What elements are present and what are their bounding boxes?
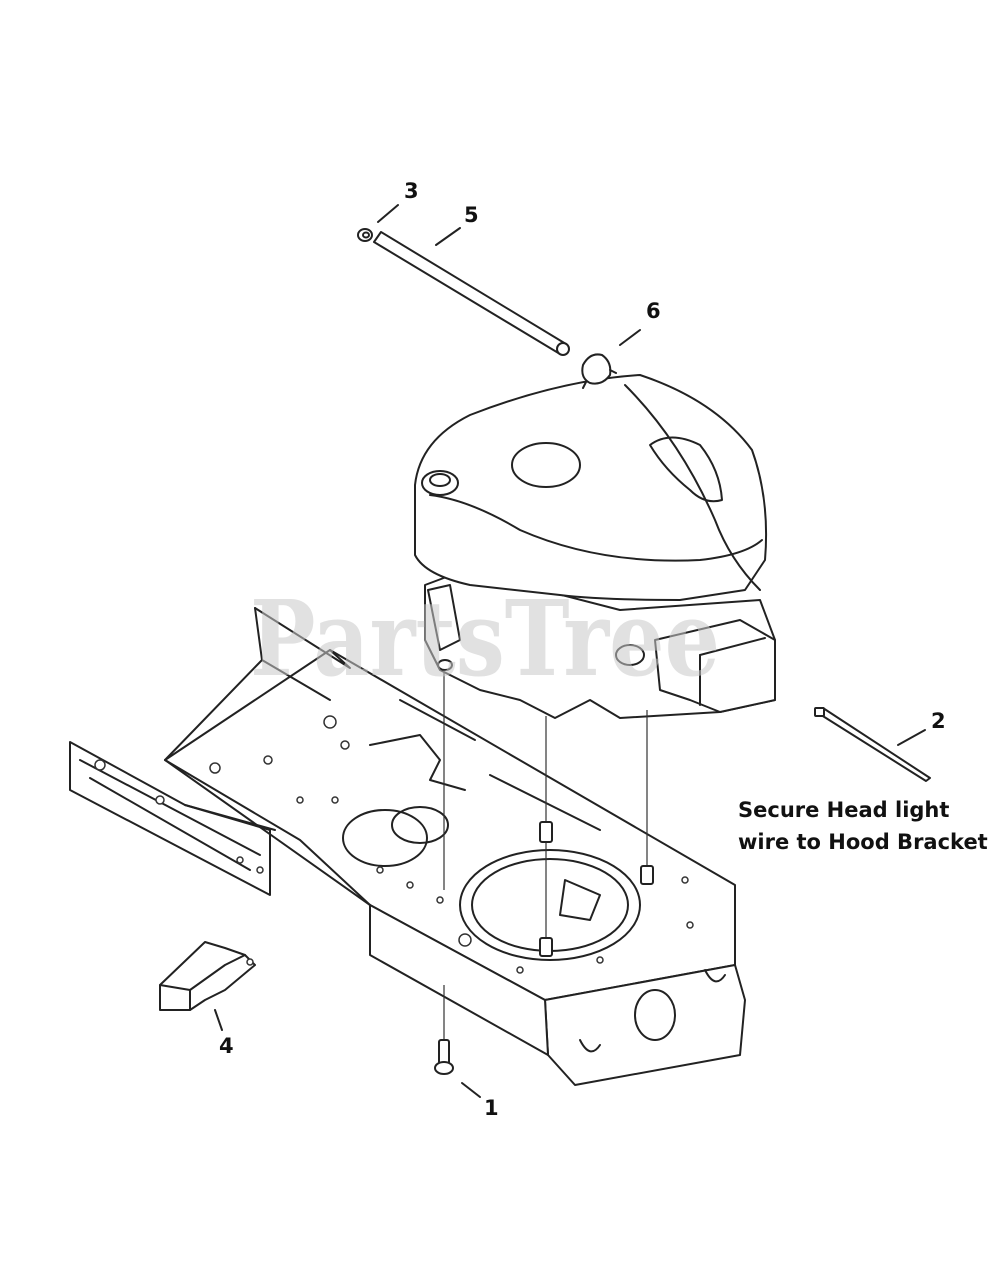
part-6-mount [581, 353, 617, 389]
callout-1: 1 [484, 1096, 499, 1120]
part-3-nut [357, 228, 373, 242]
part-4-shield [159, 941, 256, 1011]
part-1-bolt [434, 985, 454, 1075]
callout-2: 2 [931, 709, 946, 733]
watermark: PartsTree [250, 577, 720, 700]
part-5-rod [373, 231, 570, 356]
engine-spacers [539, 821, 654, 957]
note-line-1: Secure Head light [738, 798, 950, 822]
headlight-wire-note: Secure Head light wire to Hood Bracket [738, 794, 988, 858]
part-2-cable-tie [814, 707, 931, 782]
callout-6: 6 [646, 299, 661, 323]
leader-lines [214, 204, 926, 1098]
chassis-frame [69, 607, 746, 1086]
callout-4: 4 [219, 1034, 234, 1058]
callout-3: 3 [404, 179, 419, 203]
note-line-2: wire to Hood Bracket [738, 830, 988, 854]
callout-5: 5 [464, 203, 479, 227]
engine [414, 374, 776, 950]
